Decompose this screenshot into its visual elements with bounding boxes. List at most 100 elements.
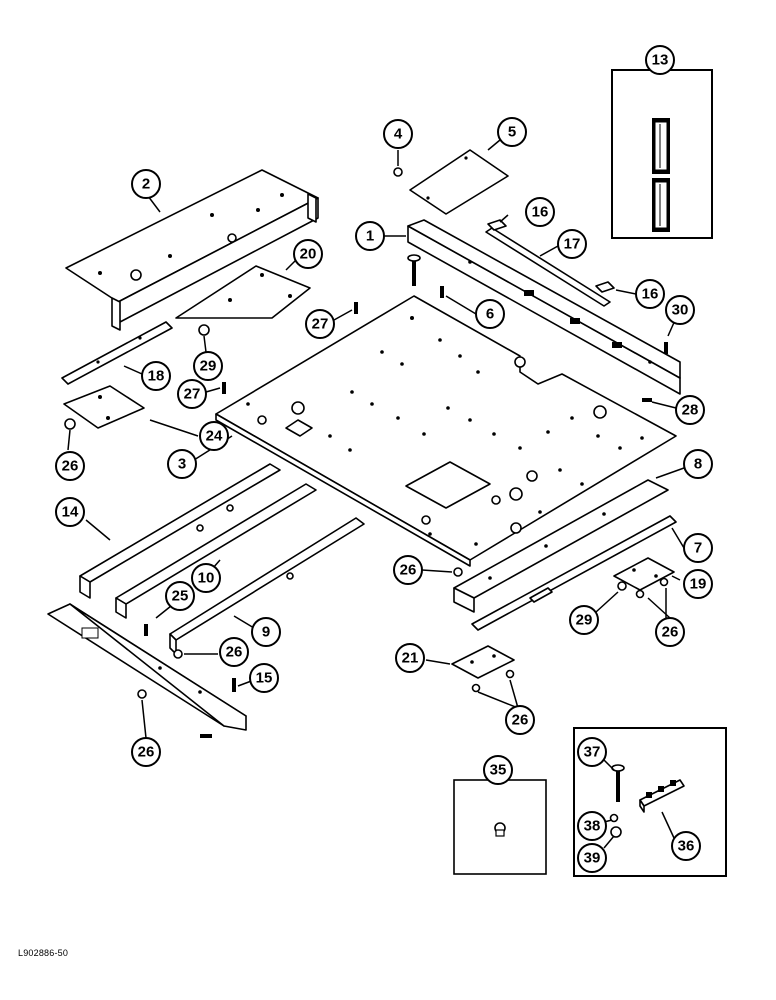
callout-9: 9 xyxy=(251,617,281,647)
callout-16-lower: 16 xyxy=(635,279,665,309)
part-26-nut-lower xyxy=(137,689,147,699)
callout-36: 36 xyxy=(671,831,701,861)
callout-2: 2 xyxy=(131,169,161,199)
svg-text:26: 26 xyxy=(138,744,155,761)
callout-5: 5 xyxy=(497,117,527,147)
svg-text:16: 16 xyxy=(642,286,659,303)
svg-text:4: 4 xyxy=(394,126,403,143)
callout-1: 1 xyxy=(355,221,385,251)
svg-text:26: 26 xyxy=(662,624,679,641)
inset-box-13 xyxy=(611,69,713,239)
svg-text:38: 38 xyxy=(584,818,601,835)
callout-18: 18 xyxy=(141,361,171,391)
callout-13: 13 xyxy=(645,45,675,75)
part-1-angle-rail xyxy=(407,219,681,395)
svg-text:17: 17 xyxy=(564,236,581,253)
callout-15: 15 xyxy=(249,663,279,693)
part-29-washer-left xyxy=(198,324,210,336)
callout-26-mid: 26 xyxy=(219,637,249,667)
part-26-nut-left xyxy=(64,418,76,430)
callout-3: 3 xyxy=(167,449,197,479)
callout-38: 38 xyxy=(577,811,607,841)
callout-26-bottom: 26 xyxy=(505,705,535,735)
part-25-screw xyxy=(144,624,148,636)
inset-box-35 xyxy=(453,779,547,875)
part-14-channel xyxy=(79,463,281,599)
part-27-screw-lower xyxy=(222,382,226,394)
svg-text:1: 1 xyxy=(366,228,374,245)
part-2-upper-plate xyxy=(65,169,319,331)
svg-text:18: 18 xyxy=(148,368,165,385)
svg-text:2: 2 xyxy=(142,176,150,193)
part-30-screw xyxy=(664,342,668,354)
callout-24: 24 xyxy=(199,421,229,451)
callout-26-center: 26 xyxy=(393,555,423,585)
part-5-cover-plate xyxy=(409,149,509,215)
svg-text:29: 29 xyxy=(576,612,593,629)
part-19-bracket xyxy=(613,557,675,591)
part-15-lower-angle xyxy=(47,603,247,731)
svg-text:6: 6 xyxy=(486,306,494,323)
svg-text:24: 24 xyxy=(206,428,223,445)
part-26-nut-mid xyxy=(173,649,183,659)
callout-14: 14 xyxy=(55,497,85,527)
svg-text:15: 15 xyxy=(256,670,273,687)
callout-26-right: 26 xyxy=(655,617,685,647)
svg-text:27: 27 xyxy=(312,316,329,333)
part-20-gusset-plate xyxy=(175,265,311,319)
callout-8: 8 xyxy=(683,449,713,479)
part-16-block-lower xyxy=(595,281,615,293)
callout-25: 25 xyxy=(165,581,195,611)
svg-text:3: 3 xyxy=(178,456,186,473)
figure-reference-code: L902886-50 xyxy=(18,948,69,958)
svg-text:21: 21 xyxy=(402,650,419,667)
svg-text:13: 13 xyxy=(652,52,669,69)
svg-text:5: 5 xyxy=(508,124,516,141)
callout-7: 7 xyxy=(683,533,713,563)
svg-text:26: 26 xyxy=(62,458,79,475)
svg-text:27: 27 xyxy=(184,386,201,403)
svg-text:8: 8 xyxy=(694,456,702,473)
svg-text:30: 30 xyxy=(672,302,689,319)
svg-text:20: 20 xyxy=(300,246,317,263)
svg-text:14: 14 xyxy=(62,504,79,521)
callout-26-lower: 26 xyxy=(131,737,161,767)
part-24-plate xyxy=(63,385,145,429)
part-16-block-upper xyxy=(487,219,507,231)
svg-text:25: 25 xyxy=(172,588,189,605)
part-26-nut-21 xyxy=(471,669,515,693)
part-6-screw xyxy=(440,286,444,298)
callout-26-left: 26 xyxy=(55,451,85,481)
svg-text:26: 26 xyxy=(512,712,529,729)
part-28-screw xyxy=(642,398,652,402)
callout-16-upper: 16 xyxy=(525,197,555,227)
svg-text:35: 35 xyxy=(490,762,507,779)
callout-30: 30 xyxy=(665,295,695,325)
part-7-right-bar xyxy=(471,515,677,631)
svg-text:36: 36 xyxy=(678,838,695,855)
callout-6: 6 xyxy=(475,299,505,329)
svg-text:9: 9 xyxy=(262,624,270,641)
svg-text:7: 7 xyxy=(694,540,702,557)
svg-text:10: 10 xyxy=(198,570,215,587)
part-10-channel xyxy=(115,483,317,619)
part-1-bolt xyxy=(407,254,421,286)
callout-4: 4 xyxy=(383,119,413,149)
part-15-screw xyxy=(200,678,236,738)
part-17-bar xyxy=(485,227,611,307)
part-4-screw xyxy=(393,167,403,177)
svg-text:29: 29 xyxy=(200,358,217,375)
callout-29-upper: 29 xyxy=(193,351,223,381)
callout-21: 21 xyxy=(395,643,425,673)
callout-39: 39 xyxy=(577,843,607,873)
svg-text:26: 26 xyxy=(226,644,243,661)
svg-text:26: 26 xyxy=(400,562,417,579)
part-27-screw-upper xyxy=(354,302,358,314)
part-3-floor-plate xyxy=(215,295,677,567)
callout-29-lower: 29 xyxy=(569,605,599,635)
svg-text:39: 39 xyxy=(584,850,601,867)
callout-27-upper: 27 xyxy=(305,309,335,339)
part-26-nut-right xyxy=(453,567,463,577)
svg-text:16: 16 xyxy=(532,204,549,221)
